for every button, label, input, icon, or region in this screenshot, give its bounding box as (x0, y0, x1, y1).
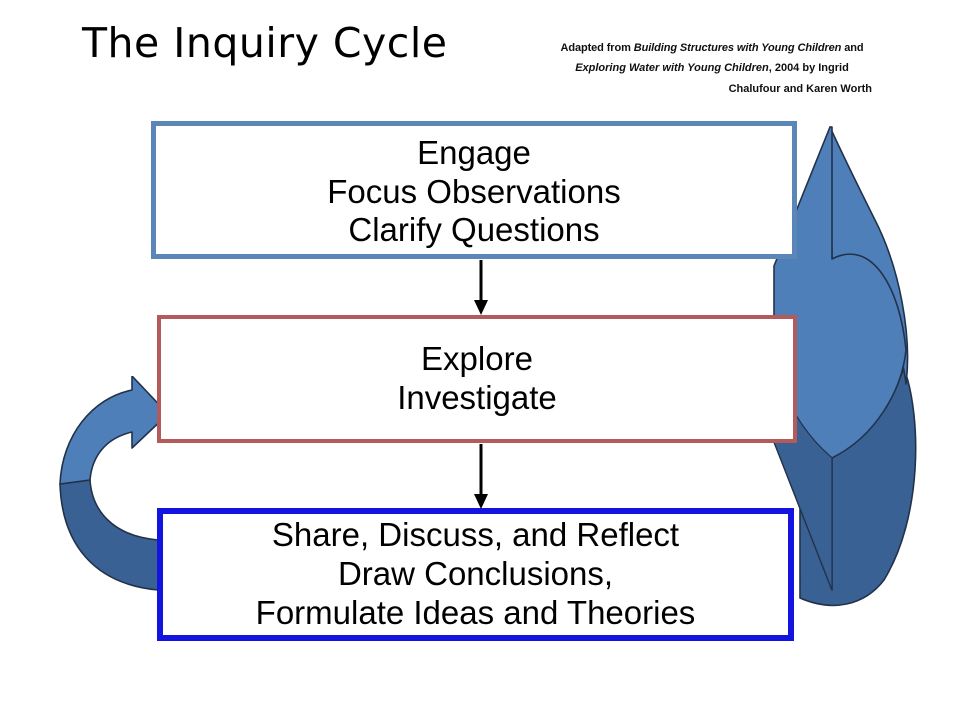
stage-box-share-inner: Share, Discuss, and Reflect Draw Conclus… (161, 512, 790, 637)
stage-engage-line-1: Engage (417, 133, 531, 171)
credit-line-1: Adapted from Building Structures with Yo… (552, 38, 872, 58)
right-return-arrow (772, 118, 960, 623)
stage-box-engage[interactable]: Engage Focus Observations Clarify Questi… (151, 121, 797, 259)
credit-line-2-italic-title: Exploring Water with Young Children (575, 62, 769, 75)
stage-engage-line-3: Clarify Questions (348, 211, 600, 249)
credit-line-2: Exploring Water with Young Children, 200… (552, 58, 872, 78)
left-return-arrow-lower-limb (59, 479, 159, 591)
credit-line-1-suffix: and (841, 42, 864, 54)
stage-share-line-2: Draw Conclusions, (337, 555, 614, 593)
right-return-arrow-svg (773, 126, 917, 607)
stage-box-share[interactable]: Share, Discuss, and Reflect Draw Conclus… (157, 508, 794, 641)
stage-share-line-3: Formulate Ideas and Theories (255, 593, 696, 631)
stage-explore-line-2: Investigate (397, 379, 557, 416)
credit-line-2-suffix: , 2004 by Ingrid (768, 62, 849, 75)
page-title: The Inquiry Cycle (82, 19, 448, 67)
credit-line-1-italic-title: Building Structures with Young Children (633, 42, 842, 54)
attribution-credit: Adapted from Building Structures with Yo… (552, 38, 872, 99)
credit-line-1-prefix: Adapted from (560, 42, 634, 54)
stage-box-explore[interactable]: Explore Investigate (157, 315, 797, 443)
stage-box-explore-inner: Explore Investigate (160, 318, 794, 440)
stage-explore-line-1: Explore (421, 340, 533, 378)
connector-explore-to-share (474, 444, 488, 509)
stage-share-line-1: Share, Discuss, and Reflect (271, 516, 680, 554)
stage-box-engage-inner: Engage Focus Observations Clarify Questi… (154, 124, 794, 256)
left-return-arrow-head-and-body (59, 375, 169, 485)
connector-engage-to-explore (474, 260, 488, 315)
credit-line-3: Chalufour and Karen Worth (728, 82, 872, 95)
stage-engage-line-2: Focus Observations (327, 172, 621, 210)
